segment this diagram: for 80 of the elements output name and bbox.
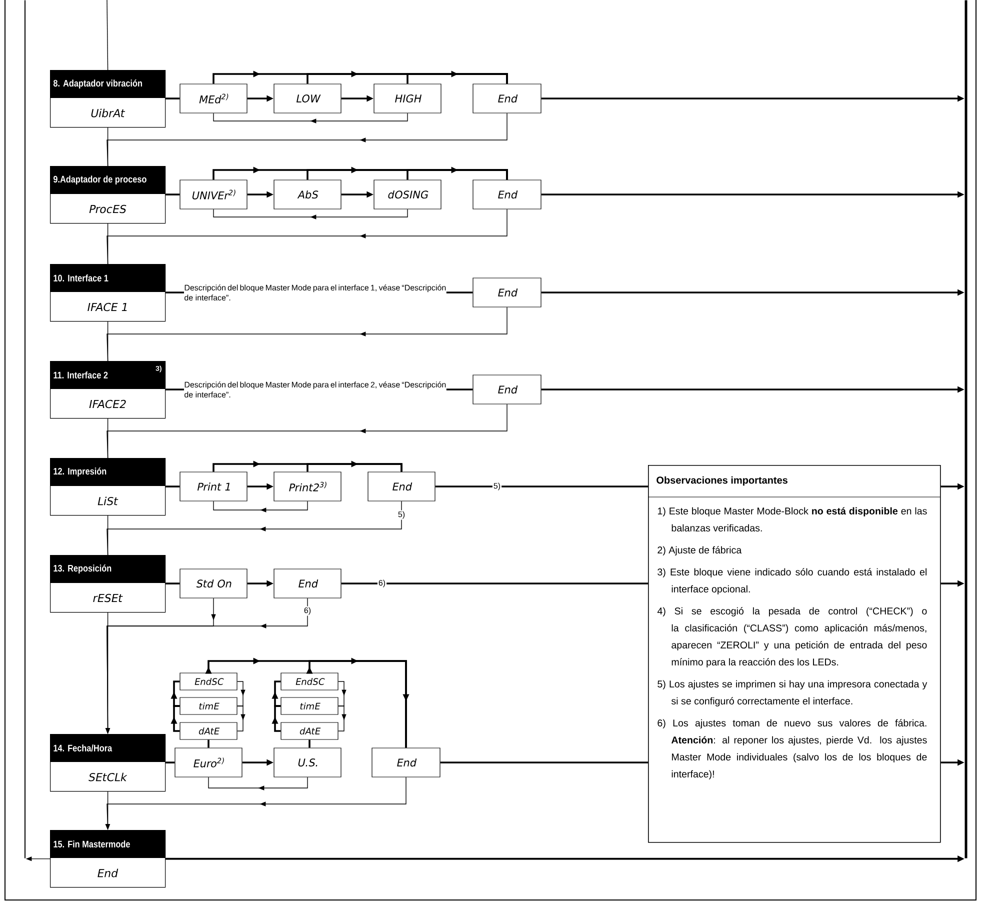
display-box: Std On xyxy=(180,568,248,598)
connector-line xyxy=(341,582,648,584)
display-box: Print 1 xyxy=(180,472,248,502)
edge-label: 6) xyxy=(302,606,312,616)
arrow xyxy=(106,306,508,362)
connector-line xyxy=(166,582,180,584)
menu-block: 14. Fecha/Hora SEtCLk xyxy=(50,734,166,792)
menu-block: 9.Adaptador de proceso ProcES xyxy=(50,166,166,224)
display-box: dAtE xyxy=(280,722,338,740)
display-box: End xyxy=(274,568,342,598)
note-text: 1) Este bloque Master Mode-Block no está disponible en las balanzas verificadas. xyxy=(658,507,927,532)
display-box: End xyxy=(472,180,542,210)
display-box: dOSING xyxy=(374,180,442,210)
menu-block: 8. Adaptador vibración UibrAt xyxy=(50,70,166,128)
connector-line xyxy=(166,194,180,196)
display-box: Euro$^{2)}$ xyxy=(174,748,242,778)
arrow xyxy=(272,705,281,732)
connector-line xyxy=(435,486,648,488)
note-text: 3) Este bloque viene indicado sólo cuando está instalado el interface opcional. xyxy=(658,568,926,594)
arrow xyxy=(338,681,346,706)
connector-line xyxy=(208,740,210,748)
display-box: EndSC xyxy=(180,672,238,690)
arrow xyxy=(208,776,308,790)
connector-line xyxy=(166,486,180,488)
arrow xyxy=(213,208,408,220)
menu-block: 10. Interface 1 IFACE 1 xyxy=(50,264,166,322)
arrow xyxy=(236,706,246,732)
note-text: 5) Los ajustes se imprimen si hay una impresora conectada y si se configuró correctamente el interface. xyxy=(658,680,928,706)
display-box: LOW xyxy=(274,84,342,114)
connector-line xyxy=(446,292,473,294)
connector-line xyxy=(166,388,184,390)
note-text: 4) Si se escogió la pesada de control (“CHECK”) o la clasificación (“CLASS”) como aplicación más/menos, aparecen “ZEROLI” y una petición de entrada del peso mínimo para la reacción des los LEDs. xyxy=(657,607,927,668)
arrow xyxy=(236,681,246,706)
arrow xyxy=(338,706,346,732)
edge-label: 5) xyxy=(492,482,502,492)
display-box: AbS xyxy=(274,180,342,210)
arrow xyxy=(170,680,180,707)
display-box: timE xyxy=(280,697,338,715)
connector-line xyxy=(107,515,108,556)
connector-line xyxy=(166,762,175,764)
arrow xyxy=(406,166,508,180)
display-box: timE xyxy=(180,697,238,715)
edge-label: 5) xyxy=(396,510,406,520)
notes-heading: Observaciones importantes xyxy=(656,476,788,486)
arrow xyxy=(213,500,308,512)
display-box: UNIVEr$^{2)}$ xyxy=(180,180,248,210)
menu-block: 15. Fin Mastermode End xyxy=(50,830,166,888)
display-box: dAtE xyxy=(180,722,238,740)
connector-line xyxy=(106,0,108,70)
note-text: 2) Ajuste de fábrica xyxy=(658,546,742,556)
arrow xyxy=(213,112,408,124)
connector-line xyxy=(166,292,184,294)
menu-block: 13. Reposición rESEt xyxy=(50,555,166,613)
display-box: EndSC xyxy=(280,672,338,690)
description-text: Descripción del bloque Master Mode para el interface 1, véase “Descripción de interface”. xyxy=(184,284,446,300)
display-box: MEd$^{2)}$ xyxy=(180,84,248,114)
display-box: HIGH xyxy=(374,84,442,114)
menu-block: 12. Impresión LiSt xyxy=(50,458,166,516)
arrow xyxy=(306,658,407,748)
connector-line xyxy=(440,762,648,764)
display-box: End xyxy=(472,374,542,404)
connector-line xyxy=(308,740,310,748)
connector-line xyxy=(166,98,180,100)
display-box: End xyxy=(368,472,436,502)
note-text: 6) Los ajustes toman de nuevo sus valores de fábrica. Atención: al reponer los ajustes, pierde Vd. los ajustes Master Mode individuales (salvo los de los bloques de interface)! xyxy=(658,719,927,780)
arrow xyxy=(106,404,508,458)
arrow xyxy=(272,680,281,707)
arrow xyxy=(106,112,508,166)
arrow xyxy=(406,70,508,84)
connector-line xyxy=(446,388,473,390)
arrow xyxy=(306,460,402,472)
edge-label: 6) xyxy=(377,578,387,588)
display-box: End xyxy=(472,278,542,308)
arrow xyxy=(170,705,180,732)
display-box: End xyxy=(472,84,542,114)
display-box: U.S. xyxy=(274,748,342,778)
description-text: Descripción del bloque Master Mode para el interface 2, véase “Descripción de interface”. xyxy=(184,382,446,398)
display-box: End xyxy=(372,748,440,778)
display-box: Print2$^{3)}$ xyxy=(274,472,342,502)
arrow xyxy=(106,208,508,264)
